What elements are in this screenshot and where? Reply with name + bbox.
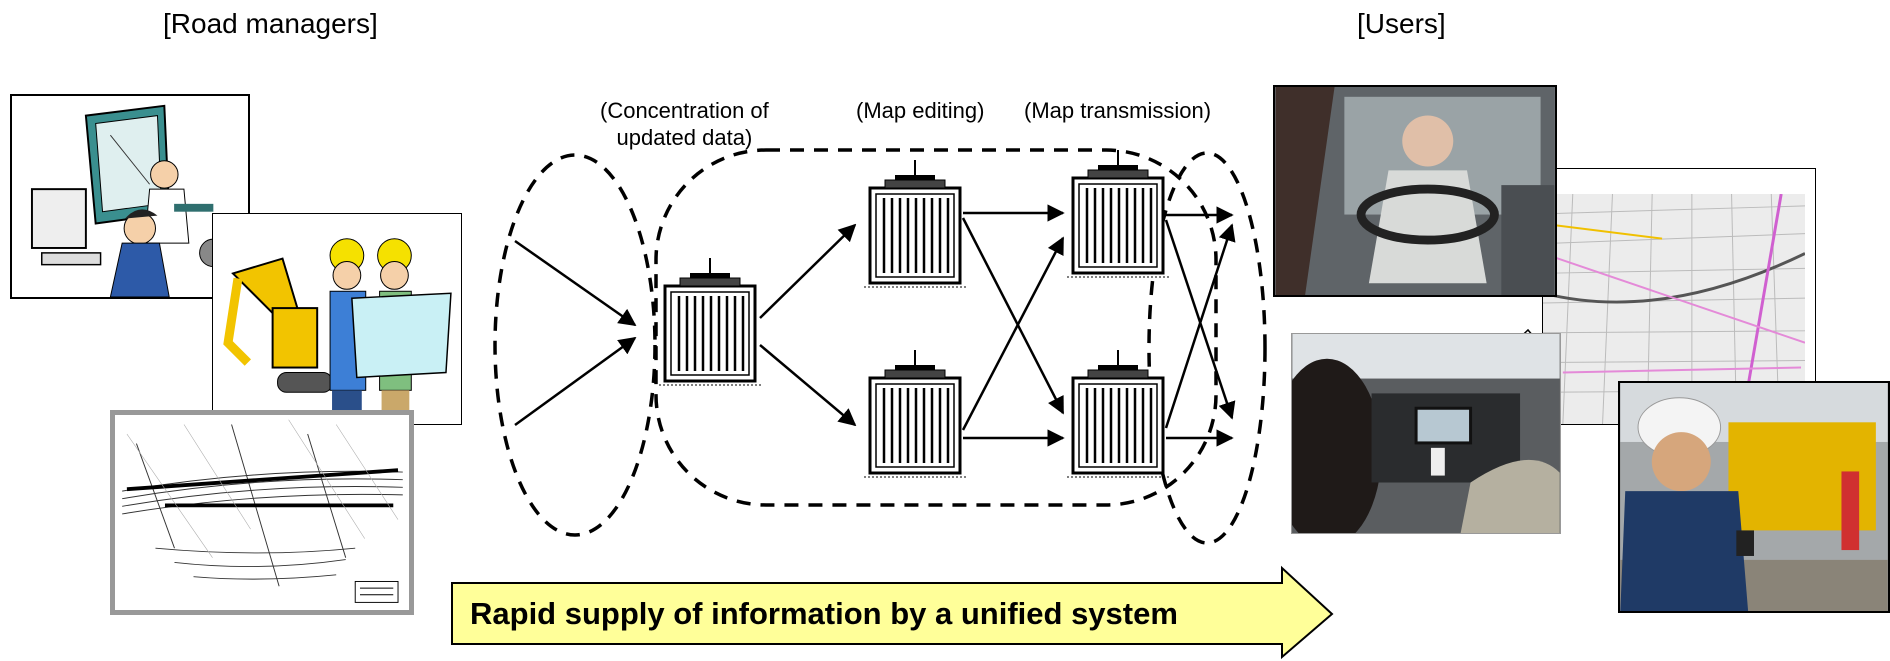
- input-arrow-top: [514, 239, 637, 327]
- input-group-outline: [493, 153, 657, 537]
- concentration-to-editing-top-arrow: [759, 223, 857, 319]
- concentration-label: (Concentration of updated data): [600, 97, 769, 151]
- banner-arrow: [451, 565, 1334, 660]
- editing-top-to-transmission-bottom-arrow: [961, 217, 1065, 415]
- concentration-label-line1: (Concentration of: [600, 98, 769, 123]
- road-plan-drawing: [110, 410, 414, 615]
- road-managers-heading: [Road managers]: [163, 8, 378, 39]
- banner-text: Rapid supply of information by a unified…: [470, 596, 1178, 631]
- concentration-to-editing-bottom-arrow: [759, 344, 857, 427]
- concentration-label-line2: updated data): [616, 125, 753, 150]
- editing-server-top-icon: [862, 158, 968, 289]
- users-heading: [Users]: [1357, 8, 1446, 39]
- map-transmission-label: (Map transmission): [1024, 98, 1212, 123]
- transmission-server-top-icon: [1065, 148, 1171, 279]
- car-navigation-photo: [1291, 333, 1561, 534]
- concentration-server-icon: [657, 256, 763, 387]
- road-map-photo: [1542, 168, 1816, 425]
- driver-in-car-photo: [1273, 85, 1557, 297]
- processing-group-outline: [654, 148, 1218, 507]
- drafting-engineer-illustration: [10, 94, 250, 299]
- map-editing-label: (Map editing): [856, 98, 985, 123]
- editing-server-bottom-icon: [862, 348, 968, 479]
- transmission-bottom-cross-arrow: [1164, 223, 1236, 429]
- construction-workers-illustration: [212, 213, 462, 425]
- field-worker-with-phone-photo: [1618, 381, 1890, 613]
- output-group-outline: [1147, 151, 1267, 545]
- transmission-top-cross-arrow: [1164, 219, 1236, 420]
- transmission-server-bottom-icon: [1065, 348, 1171, 479]
- input-arrow-bottom: [514, 336, 637, 427]
- editing-bottom-to-transmission-top-arrow: [961, 236, 1065, 431]
